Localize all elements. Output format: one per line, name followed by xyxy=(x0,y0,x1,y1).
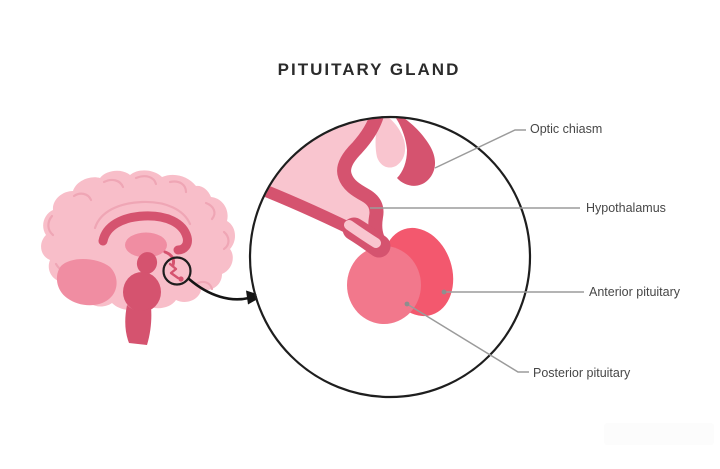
magnified-view xyxy=(251,118,529,396)
watermark-remnant xyxy=(604,423,714,445)
thalamus xyxy=(125,232,167,258)
corpus-callosum xyxy=(98,211,192,255)
cerebellum xyxy=(56,258,117,306)
arrowhead xyxy=(246,290,263,305)
leader-line-posterior-pituitary xyxy=(406,303,529,373)
label-hypothalamus: Hypothalamus xyxy=(586,201,666,215)
gyri-sulci-lines xyxy=(47,175,230,291)
leader-dot-posterior xyxy=(404,301,410,307)
page-title: PITUITARY GLAND xyxy=(277,60,461,79)
brainstem xyxy=(123,252,161,345)
pituitary-gland-mini xyxy=(168,262,184,282)
label-anterior-pituitary: Anterior pituitary xyxy=(589,285,681,299)
label-optic-chiasm: Optic chiasm xyxy=(530,122,603,136)
optic-recess-pocket xyxy=(375,118,406,168)
brain-illustration xyxy=(41,170,236,345)
infundibular-fold xyxy=(337,118,391,255)
pituitary-marker-circle xyxy=(162,256,192,286)
leader-dot-anterior xyxy=(441,289,447,295)
leader-lines xyxy=(370,129,584,373)
callout-arrow xyxy=(187,277,263,305)
magnifier-circle-outline xyxy=(248,115,532,399)
optic-chiasm-shape xyxy=(386,118,435,186)
label-posterior-pituitary: Posterior pituitary xyxy=(533,366,631,380)
leader-line-optic-chiasm xyxy=(434,129,526,169)
hypothalamus-notch xyxy=(163,250,175,267)
posterior-pituitary-shape xyxy=(347,246,421,324)
pituitary-stalk-core xyxy=(344,220,381,248)
